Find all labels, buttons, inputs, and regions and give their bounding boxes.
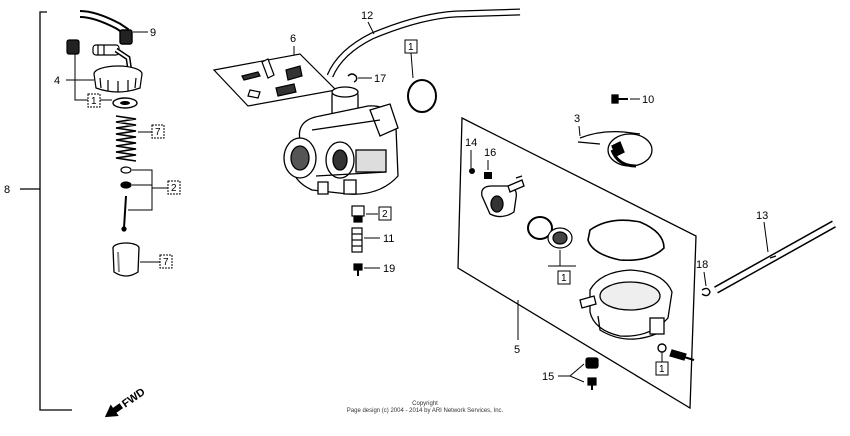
part-drain-washer [657, 343, 667, 353]
part-drain-tube [714, 220, 836, 294]
part-screw-10 [611, 94, 628, 104]
leader-12 [367, 21, 375, 35]
part-cutoff-valve [481, 175, 525, 218]
callout-1-left: 1 [91, 96, 97, 107]
part-bowl-gasket [587, 219, 665, 262]
left-bracket [20, 11, 72, 411]
callout-4: 4 [54, 75, 60, 87]
part-clip-17 [347, 73, 358, 83]
part-cup [112, 242, 140, 277]
callout-17: 17 [374, 73, 386, 85]
callout-16: 16 [484, 147, 496, 159]
leader-4-to-1 [74, 54, 88, 101]
part-drain-screw [669, 349, 695, 361]
part-float-bowl [579, 269, 673, 340]
callout-1-middle: 1 [408, 42, 414, 53]
callout-7-bottom: 7 [163, 257, 169, 268]
callout-2-left: 2 [171, 183, 177, 194]
part-o-ring [407, 79, 437, 113]
callout-18: 18 [696, 259, 708, 271]
leader-18 [703, 271, 707, 287]
callout-5: 5 [514, 344, 520, 356]
callout-13: 13 [756, 210, 768, 222]
callout-8: 8 [4, 184, 10, 196]
leader-13 [763, 221, 769, 253]
part-filter [547, 227, 573, 249]
part-fuel-elbow-tube [79, 10, 133, 45]
copyright-line-1: Copyright [412, 401, 438, 407]
callout-11: 11 [383, 233, 394, 245]
part-float [577, 130, 653, 168]
part-main-jet [351, 205, 365, 223]
box-callout-1-right [557, 270, 571, 285]
callout-10: 10 [642, 94, 654, 106]
callout-15: 15 [542, 371, 554, 383]
part-screw-19 [353, 263, 363, 276]
part-jet-16 [484, 172, 492, 179]
callout-1-bottom: 1 [659, 364, 665, 375]
callout-19: 19 [383, 263, 395, 275]
part-carburetor-body [283, 86, 399, 195]
part-emulsion-tube [351, 227, 363, 253]
box-callout-2-middle [378, 206, 392, 221]
box-callout-2-left [167, 180, 181, 195]
part-vent-tube [326, 8, 521, 78]
callout-9: 9 [150, 27, 156, 39]
leader-3 [578, 125, 581, 137]
leader-1-right [548, 250, 576, 267]
box-callout-7-top [151, 124, 165, 139]
callout-3: 3 [574, 113, 580, 125]
leader-2-left [128, 169, 153, 211]
box-callout-1-bottom [655, 361, 669, 376]
part-screw-14 [469, 168, 475, 174]
box-callout-7-bottom [159, 254, 173, 269]
part-spring [115, 115, 137, 162]
copyright-line-2: Page design (c) 2004 - 2014 by ARI Netwo… [346, 408, 504, 414]
callout-7-top: 7 [155, 127, 161, 138]
part-jet-kit-card [212, 53, 338, 107]
part-seal-ring [527, 216, 553, 240]
part-clip-18 [701, 287, 711, 297]
part-valve-cap [66, 39, 143, 93]
callout-1-right: 1 [561, 273, 567, 284]
part-bolt-15 [585, 357, 599, 390]
float-bowl-panel [457, 116, 697, 410]
leader-15 [558, 363, 585, 383]
callout-2-middle: 2 [382, 209, 388, 220]
callout-14: 14 [465, 137, 477, 149]
callout-12: 12 [361, 10, 373, 22]
callout-6: 6 [290, 33, 296, 45]
part-clips-needle [120, 166, 132, 232]
